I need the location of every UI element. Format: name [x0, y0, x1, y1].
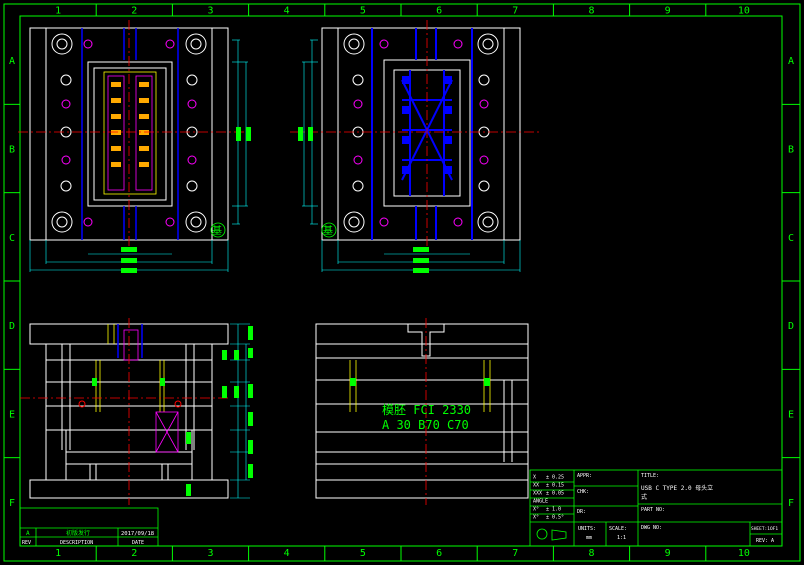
dr-label: DR:	[577, 509, 586, 515]
rev-header-rev: REV	[22, 540, 31, 546]
grid-col-label: 6	[436, 6, 442, 17]
section-view-right[interactable]: 模胚 FCI 2330 A 30 B70 C70	[315, 318, 529, 505]
grid-col-label: 8	[588, 6, 594, 17]
tolerance-label: X°	[533, 515, 539, 521]
part-no-label: PART NO:	[641, 507, 665, 513]
grid-row-label: D	[788, 321, 794, 332]
check-label: CHK:	[577, 489, 589, 495]
grid-row-label: B	[788, 145, 794, 156]
grid-row-label: A	[9, 56, 15, 67]
tolerance-value: ± 0.05	[546, 491, 564, 497]
grid-col-label: 4	[284, 6, 290, 17]
tolerance-label: XXX	[533, 491, 542, 497]
grid-col-label: 8	[588, 548, 594, 559]
grid-col-label: 4	[284, 548, 290, 559]
scale-label: SCALE:	[609, 526, 627, 532]
rev-label: REV: A	[756, 538, 774, 544]
material-note-line2: A 30 B70 C70	[382, 418, 469, 432]
grid-col-label: 3	[207, 548, 213, 559]
tolerance-label: X	[533, 475, 536, 481]
grid-column-labels-top: 1 2 3 4 5 6 7 8 9 10	[55, 4, 750, 17]
grid-row-label: C	[788, 233, 794, 244]
scale-value: 1:1	[617, 535, 626, 541]
grid-row-label: E	[788, 410, 794, 421]
grid-row-label: F	[9, 498, 15, 509]
material-note-line1: 模胚 FCI 2330	[382, 403, 471, 417]
grid-col-label: 5	[360, 548, 366, 559]
plan-view-left[interactable]: 基	[18, 20, 251, 273]
grid-row-label: D	[9, 321, 15, 332]
rev-letter: A	[26, 530, 30, 537]
sheet-label: SHEET:1OF1	[751, 526, 778, 532]
grid-col-label: 7	[512, 548, 518, 559]
grid-col-label: 2	[131, 6, 137, 17]
units-label: UNITS:	[578, 526, 596, 532]
grid-col-label: 7	[512, 6, 518, 17]
revision-block	[19, 507, 159, 547]
grid-row-label: F	[788, 498, 794, 509]
grid-row-label: C	[9, 233, 15, 244]
dwg-no-label: DWG NO:	[641, 525, 662, 531]
tolerance-value: ± 0.15	[546, 483, 564, 489]
title-value: USB C TYPE 2.0 母头立	[641, 484, 713, 492]
appr-label: APPR:	[577, 473, 592, 479]
grid-col-label: 1	[55, 548, 61, 559]
inner-frame	[19, 15, 783, 547]
grid-row-labels-right: A B C D E F	[782, 56, 800, 509]
rev-header-date: DATE	[132, 540, 144, 546]
title-label: TITLE:	[641, 473, 659, 479]
grid-col-label: 5	[360, 6, 366, 17]
grid-col-label: 1	[55, 6, 61, 17]
grid-column-labels-bottom: 1 2 3 4 5 6 7 8 9 10	[55, 546, 750, 561]
title-value-2: 式	[641, 493, 647, 501]
tolerance-label: ANGLE	[533, 499, 548, 505]
grid-col-label: 6	[436, 548, 442, 559]
grid-col-label: 3	[207, 6, 213, 17]
tolerance-value: ± 0.5°	[546, 515, 564, 521]
grid-row-label: E	[9, 410, 15, 421]
grid-col-label: 9	[665, 6, 671, 17]
units-value: mm	[586, 535, 592, 541]
tolerance-value: ± 0.25	[546, 475, 564, 481]
grid-col-label: 2	[131, 548, 137, 559]
grid-col-label: 9	[665, 548, 671, 559]
tolerance-value: ± 1.0	[546, 507, 561, 513]
rev-date: 2017/09/18	[121, 531, 154, 537]
grid-col-label: 10	[738, 548, 750, 559]
tolerance-label: X°	[533, 507, 539, 513]
title-block	[529, 469, 783, 547]
view-label-right: 基	[323, 224, 333, 237]
view-label-left: 基	[212, 224, 222, 237]
outer-frame	[3, 3, 801, 562]
tolerance-label: XX	[533, 483, 539, 489]
rev-header-description: DESCRIPTION	[60, 540, 93, 546]
grid-row-label: A	[788, 56, 794, 67]
section-view-left[interactable]	[20, 318, 253, 505]
plan-view-right[interactable]: 基	[290, 20, 540, 273]
grid-col-label: 10	[738, 6, 750, 17]
grid-row-label: B	[9, 145, 15, 156]
rev-description: 初版发行	[66, 529, 90, 537]
grid-row-labels-left: A B C D E F	[4, 56, 20, 509]
